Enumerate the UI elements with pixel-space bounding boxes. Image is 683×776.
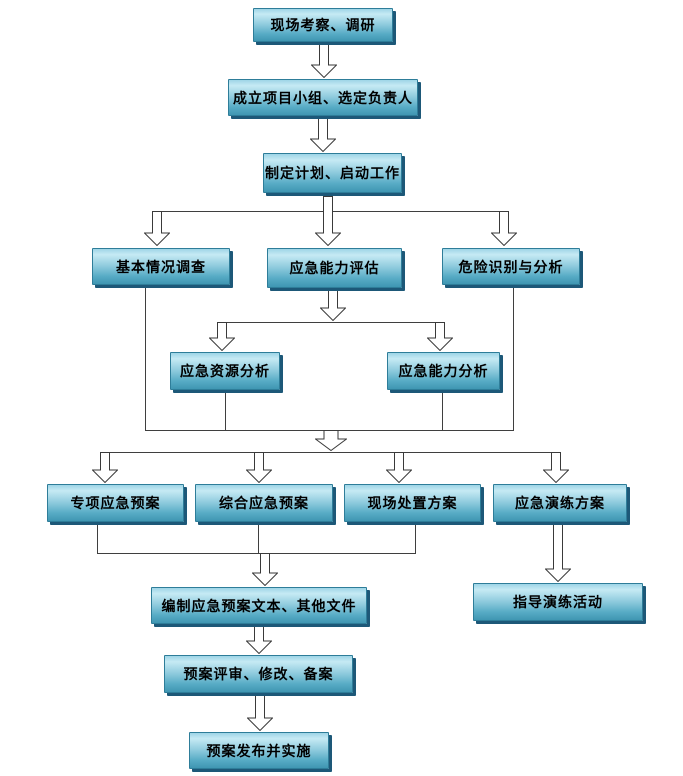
node-special-plan-label: 专项应急预案 bbox=[70, 495, 161, 511]
node-capability-analysis-label: 应急能力分析 bbox=[398, 363, 489, 379]
down-arrow-icon bbox=[208, 322, 236, 352]
node-publish-implement: 预案发布并实施 bbox=[189, 732, 329, 769]
down-arrow-icon bbox=[385, 452, 413, 484]
node-comprehensive-plan-label: 综合应急预案 bbox=[219, 495, 309, 511]
down-arrow-icon bbox=[245, 625, 273, 655]
node-compile-documents-label: 编制应急预案文本、其他文件 bbox=[161, 597, 357, 614]
down-arrow-icon bbox=[251, 553, 279, 587]
node-guide-drill-label: 指导演练活动 bbox=[513, 594, 603, 610]
down-arrow-icon bbox=[91, 452, 119, 484]
node-resource-analysis: 应急资源分析 bbox=[170, 352, 280, 390]
connector-line bbox=[442, 392, 443, 431]
node-resource-analysis-label: 应急资源分析 bbox=[180, 363, 270, 379]
down-arrow-icon bbox=[544, 524, 572, 583]
down-arrow-icon bbox=[245, 452, 273, 484]
connector-line bbox=[258, 524, 259, 554]
node-site-survey: 现场考察、调研 bbox=[253, 8, 393, 42]
node-form-team: 成立项目小组、选定负责人 bbox=[228, 79, 418, 116]
connector-line bbox=[97, 553, 416, 554]
node-basic-investigation: 基本情况调查 bbox=[92, 248, 230, 285]
node-drill-plan: 应急演练方案 bbox=[493, 484, 627, 522]
down-arrow-icon bbox=[319, 290, 347, 322]
node-make-plan: 制定计划、启动工作 bbox=[263, 153, 402, 193]
node-onsite-plan-label: 现场处置方案 bbox=[367, 495, 458, 511]
down-arrow-icon bbox=[310, 44, 338, 79]
node-capability-evaluation: 应急能力评估 bbox=[267, 248, 402, 288]
node-capability-analysis: 应急能力分析 bbox=[387, 352, 500, 390]
connector-line bbox=[225, 392, 226, 431]
connector-line bbox=[222, 322, 441, 323]
connector-line bbox=[415, 524, 416, 554]
down-arrow-icon bbox=[143, 211, 171, 247]
node-publish-implement-label: 预案发布并实施 bbox=[206, 742, 312, 759]
down-arrow-icon bbox=[309, 118, 337, 153]
node-make-plan-label: 制定计划、启动工作 bbox=[265, 165, 400, 181]
node-form-team-label: 成立项目小组、选定负责人 bbox=[233, 89, 413, 106]
down-arrow-icon bbox=[314, 196, 342, 247]
node-onsite-plan: 现场处置方案 bbox=[344, 484, 481, 522]
node-compile-documents: 编制应急预案文本、其他文件 bbox=[151, 587, 367, 624]
node-drill-plan-label: 应急演练方案 bbox=[515, 495, 605, 511]
down-arrow-icon bbox=[313, 430, 349, 452]
node-comprehensive-plan: 综合应急预案 bbox=[195, 484, 333, 522]
node-special-plan: 专项应急预案 bbox=[47, 484, 184, 522]
connector-line bbox=[145, 287, 146, 431]
node-guide-drill: 指导演练活动 bbox=[473, 583, 643, 621]
connector-line bbox=[97, 524, 98, 554]
node-hazard-identification: 危险识别与分析 bbox=[442, 248, 580, 285]
node-hazard-identification-label: 危险识别与分析 bbox=[458, 258, 564, 275]
node-capability-evaluation-label: 应急能力评估 bbox=[289, 260, 380, 276]
down-arrow-icon bbox=[426, 322, 454, 352]
down-arrow-icon bbox=[490, 211, 518, 247]
down-arrow-icon bbox=[246, 695, 274, 732]
node-review-revise-label: 预案评审、修改、备案 bbox=[183, 666, 334, 682]
node-site-survey-label: 现场考察、调研 bbox=[270, 17, 376, 33]
down-arrow-icon bbox=[542, 452, 570, 484]
connector-line bbox=[102, 452, 558, 453]
node-basic-investigation-label: 基本情况调查 bbox=[116, 258, 206, 275]
node-review-revise: 预案评审、修改、备案 bbox=[164, 655, 353, 693]
connector-line bbox=[513, 287, 514, 431]
